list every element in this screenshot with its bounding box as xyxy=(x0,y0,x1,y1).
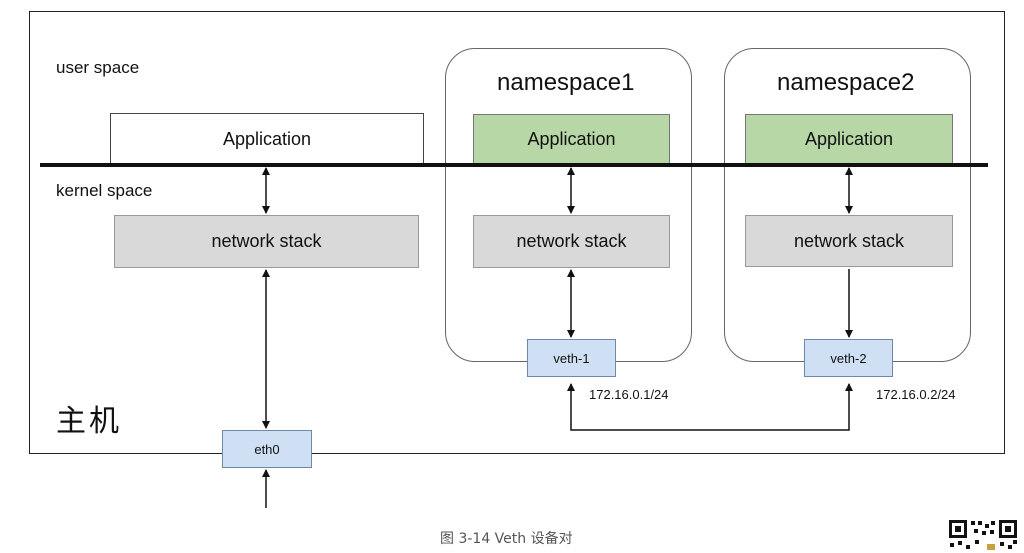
eth0-label: eth0 xyxy=(254,441,280,457)
namespace1-network-stack-label: network stack xyxy=(516,231,627,251)
namespace1-title: namespace1 xyxy=(497,69,635,96)
host-label: 主机 xyxy=(56,404,122,439)
veth1-ip-label: 172.16.0.1/24 xyxy=(589,387,669,402)
veth-pair-link xyxy=(567,383,853,431)
host-frame xyxy=(29,11,1005,454)
figure-caption: 图 3-14 Veth 设备对 xyxy=(440,531,573,547)
host-network-stack-label: network stack xyxy=(211,231,322,251)
host-network-stack-box: network stack xyxy=(114,215,419,268)
veth2-label: veth-2 xyxy=(830,350,867,366)
namespace2-network-stack-label: network stack xyxy=(793,230,905,251)
namespace2-application-box: Application xyxy=(745,114,953,165)
eth0-box: eth0 xyxy=(222,430,312,468)
kernel-space-label: kernel space xyxy=(56,181,153,200)
veth2-ip-label: 172.16.0.2/24 xyxy=(876,387,956,402)
host-application-box: Application xyxy=(110,113,424,165)
namespace2-title: namespace2 xyxy=(777,69,915,96)
qr-code-icon xyxy=(947,518,1019,553)
namespace1-application-label: Application xyxy=(527,129,616,149)
veth1-box: veth-1 xyxy=(527,339,616,377)
user-space-label: user space xyxy=(56,58,140,77)
veth1-label: veth-1 xyxy=(553,350,590,366)
namespace2-network-stack-box: network stack xyxy=(745,215,953,267)
veth2-box: veth-2 xyxy=(804,339,893,377)
namespace1-network-stack-box: network stack xyxy=(473,215,670,268)
host-application-label: Application xyxy=(222,128,312,149)
namespace2-application-label: Application xyxy=(804,129,894,149)
namespace1-application-box: Application xyxy=(473,114,670,165)
